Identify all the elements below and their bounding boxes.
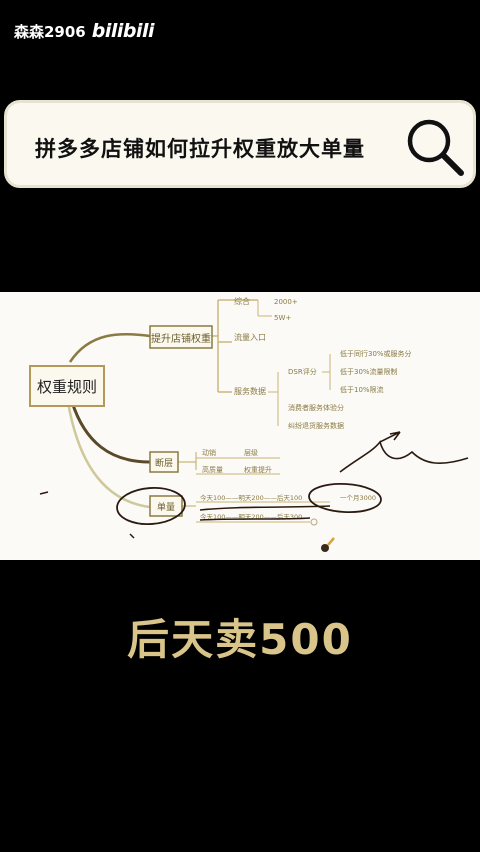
branch-node xyxy=(149,325,213,349)
node-label: 层级 xyxy=(244,448,258,457)
hand-drawn-zigzag xyxy=(339,440,469,473)
search-query: 拼多多店铺如何拉升权重放大单量 xyxy=(35,137,365,161)
hand-drawn-underline xyxy=(199,517,311,521)
mind-map: 权重规则 提升店铺权重 综合 2000+ 5W+ 流量入口 服务数据 DSR评分… xyxy=(29,296,469,552)
bilibili-logo: bilibili xyxy=(91,20,155,42)
node-label: 5W+ xyxy=(274,314,291,322)
node-label: 消费者服务体验分 xyxy=(288,403,344,412)
node-label: 流量入口 xyxy=(234,332,266,342)
watermark: 森森2906 bilibili xyxy=(14,20,155,42)
hand-drawn-circle xyxy=(308,482,382,514)
node-label: 低于同行30%或服务分 xyxy=(340,349,412,358)
subtitle-caption: 后天卖500 xyxy=(127,615,353,664)
watermark-username: 森森2906 xyxy=(14,22,86,41)
node-label: 纠纷退货服务数据 xyxy=(288,421,344,430)
search-bar[interactable]: 拼多多店铺如何拉升权重放大单量 xyxy=(4,100,476,188)
mind-map-screenshot: 权重规则 提升店铺权重 综合 2000+ 5W+ 流量入口 服务数据 DSR评分… xyxy=(0,292,480,560)
node-label: 低于10%限流 xyxy=(340,385,384,394)
connector xyxy=(66,401,151,509)
node-label: 动销 xyxy=(202,448,216,457)
root-node xyxy=(29,365,105,407)
branch-node xyxy=(149,495,183,517)
node-label: 一个月3000 xyxy=(340,494,376,502)
hand-drawn-mark xyxy=(39,491,49,495)
root-node-label: 权重规则 xyxy=(37,378,97,396)
node-label: 2000+ xyxy=(274,298,298,306)
hand-drawn-mark xyxy=(129,533,135,539)
node-label: 高质量 xyxy=(202,465,223,474)
node-label: 综合 xyxy=(234,296,250,306)
node-label: 今天100——明天200——后天300 xyxy=(200,512,302,521)
node-label: 今天100——明天200——后天100 xyxy=(200,493,302,502)
hand-drawn-circle xyxy=(116,486,186,526)
search-icon[interactable] xyxy=(403,115,467,179)
hand-drawn-underline xyxy=(199,505,331,511)
node-label: 低于30%流量限制 xyxy=(340,367,398,376)
branch-label: 断层 xyxy=(155,457,173,469)
node-label: 权重提升 xyxy=(244,465,272,474)
hand-drawn-arrow xyxy=(379,431,401,443)
node-label: DSR评分 xyxy=(288,367,317,376)
branch-label: 单量 xyxy=(157,501,175,513)
node-label: 服务数据 xyxy=(234,386,266,396)
branch-label: 提升店铺权重 xyxy=(151,332,211,345)
branch-node xyxy=(149,451,179,473)
pen-cursor-icon xyxy=(310,518,335,552)
connector xyxy=(68,332,151,363)
connector xyxy=(70,401,151,464)
